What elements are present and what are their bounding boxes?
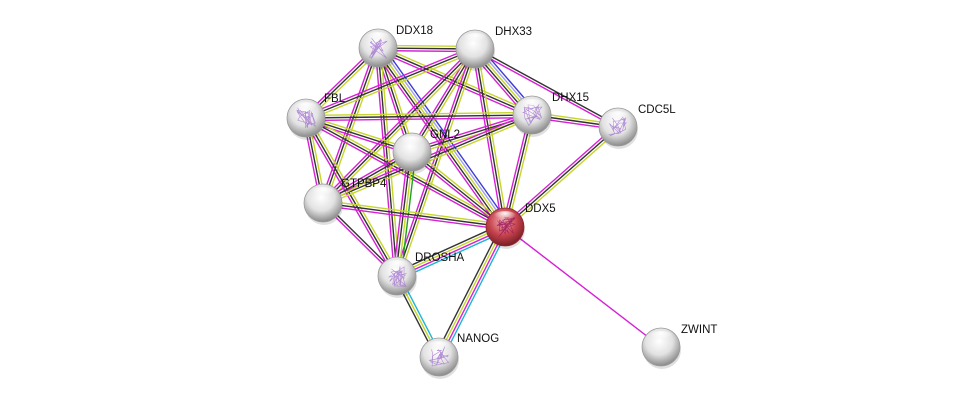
edge-gtpbp4-ddx5[interactable] [322,199,506,231]
edge-line-textmining [305,111,532,117]
edge-line-experiments [319,46,377,203]
node-label: DROSHA [415,252,465,264]
node-label: DHX33 [495,26,532,38]
node-highlight [294,102,318,114]
edge-line-experiments [439,227,507,358]
edge-line-database [398,229,507,281]
edge-line-coexpression [504,126,619,228]
node-label: DHX15 [552,92,589,104]
node-cdc5l[interactable]: CDC5L [598,104,676,149]
edge-ddx18-gtpbp4[interactable] [319,46,382,205]
edge-line-coexpression [322,47,379,204]
edge-line-experiments [397,227,506,278]
edge-line-textmining [396,225,505,276]
edge-fbl-drosha[interactable] [303,116,400,278]
edge-line-coexpression [375,49,504,229]
edge-line-textmining [306,50,477,122]
edges-layer [302,44,662,360]
edge-dhx33-gtpbp4[interactable] [320,46,478,206]
node-dhx33[interactable]: DHX33 [455,26,532,71]
node-highlight [427,341,451,353]
edge-line-coexpression [322,48,476,204]
node-label: NANOG [457,333,499,345]
node-dhx15[interactable]: DHX15 [512,92,589,137]
node-gtpbp4[interactable]: GTPBP4 [303,178,387,225]
edge-line-coexpression [411,48,476,153]
node-highlight [385,260,409,272]
edge-line-textmining [307,116,400,276]
node-highlight [311,187,335,199]
edge-fbl-dhx15[interactable] [305,111,533,122]
edge-line-experiments [471,49,504,228]
edge-gnl2-ddx5[interactable] [409,149,508,230]
edge-line-experiments [373,50,502,231]
node-highlight [493,211,517,223]
edge-line-textmining [323,199,506,226]
edge-line-textmining [398,49,479,278]
edge-line-textmining [476,48,509,227]
edge-line-coexpression [322,202,506,228]
node-label: DDX5 [525,203,556,215]
edge-line-experiments [504,226,662,348]
node-highlight [649,331,673,343]
edge-line-experiments [474,49,618,129]
edge-line-coexpression [474,48,506,228]
node-drosha[interactable]: DROSHA [377,252,465,298]
node-label: FBL [324,93,346,105]
node-highlight [463,33,487,45]
edge-line-experiments [411,111,532,151]
node-zwint[interactable]: ZWINT [641,324,717,369]
edge-line-textmining [437,226,505,357]
node-ddx18[interactable]: DDX18 [358,25,433,70]
node-highlight [606,111,630,123]
edge-line-coexpression [411,151,506,228]
edge-line-experiments [303,118,396,278]
node-label: CDC5L [638,104,676,116]
node-fbl[interactable]: FBL [286,93,346,140]
edge-ddx5-nanog[interactable] [434,224,510,360]
edge-dhx33-cdc5l[interactable] [474,47,619,129]
edge-line-coexpression [305,48,476,119]
edge-line-database [441,228,510,360]
node-highlight [520,99,544,111]
edge-dhx33-fbl[interactable] [304,45,477,122]
edge-line-coexpression [396,48,476,277]
edge-line-coexpression [434,224,503,356]
edge-line-experiments [320,46,474,202]
node-nanog[interactable]: NANOG [419,333,499,379]
node-label: GTPBP4 [341,178,387,190]
node-label: GNL2 [430,129,460,141]
edge-line-coexpression [305,117,398,277]
edge-dhx33-drosha[interactable] [393,47,479,278]
edge-line-textmining [324,50,478,206]
edge-line-experiments [409,153,504,230]
edge-line-coexpression [395,222,504,274]
node-label: DDX18 [396,25,433,37]
edge-line-experiments [306,116,533,122]
node-ddx5[interactable]: DDX5 [485,203,556,249]
edge-line-textmining [413,149,508,226]
edge-ddx5-drosha[interactable] [395,222,507,281]
edge-line-textmining [324,48,382,205]
node-label: ZWINT [681,324,717,336]
edge-dhx33-ddx5[interactable] [471,48,509,228]
edge-line-textmining [506,128,621,230]
edge-cdc5l-ddx5[interactable] [502,124,621,230]
edge-line-textmining [413,49,478,154]
edge-ddx5-zwint[interactable] [504,226,662,348]
edge-line-coexpression [305,114,533,119]
edge-line-experiments [304,45,475,117]
node-gnl2[interactable]: GNL2 [392,129,460,174]
node-highlight [400,136,424,148]
edge-line-experiments [304,119,505,230]
edge-line-experiments [502,124,617,226]
edge-line-experiments [393,47,474,276]
edge-line-experiments [322,204,505,231]
node-highlight [366,32,390,44]
edge-line-coexpression [475,47,619,127]
